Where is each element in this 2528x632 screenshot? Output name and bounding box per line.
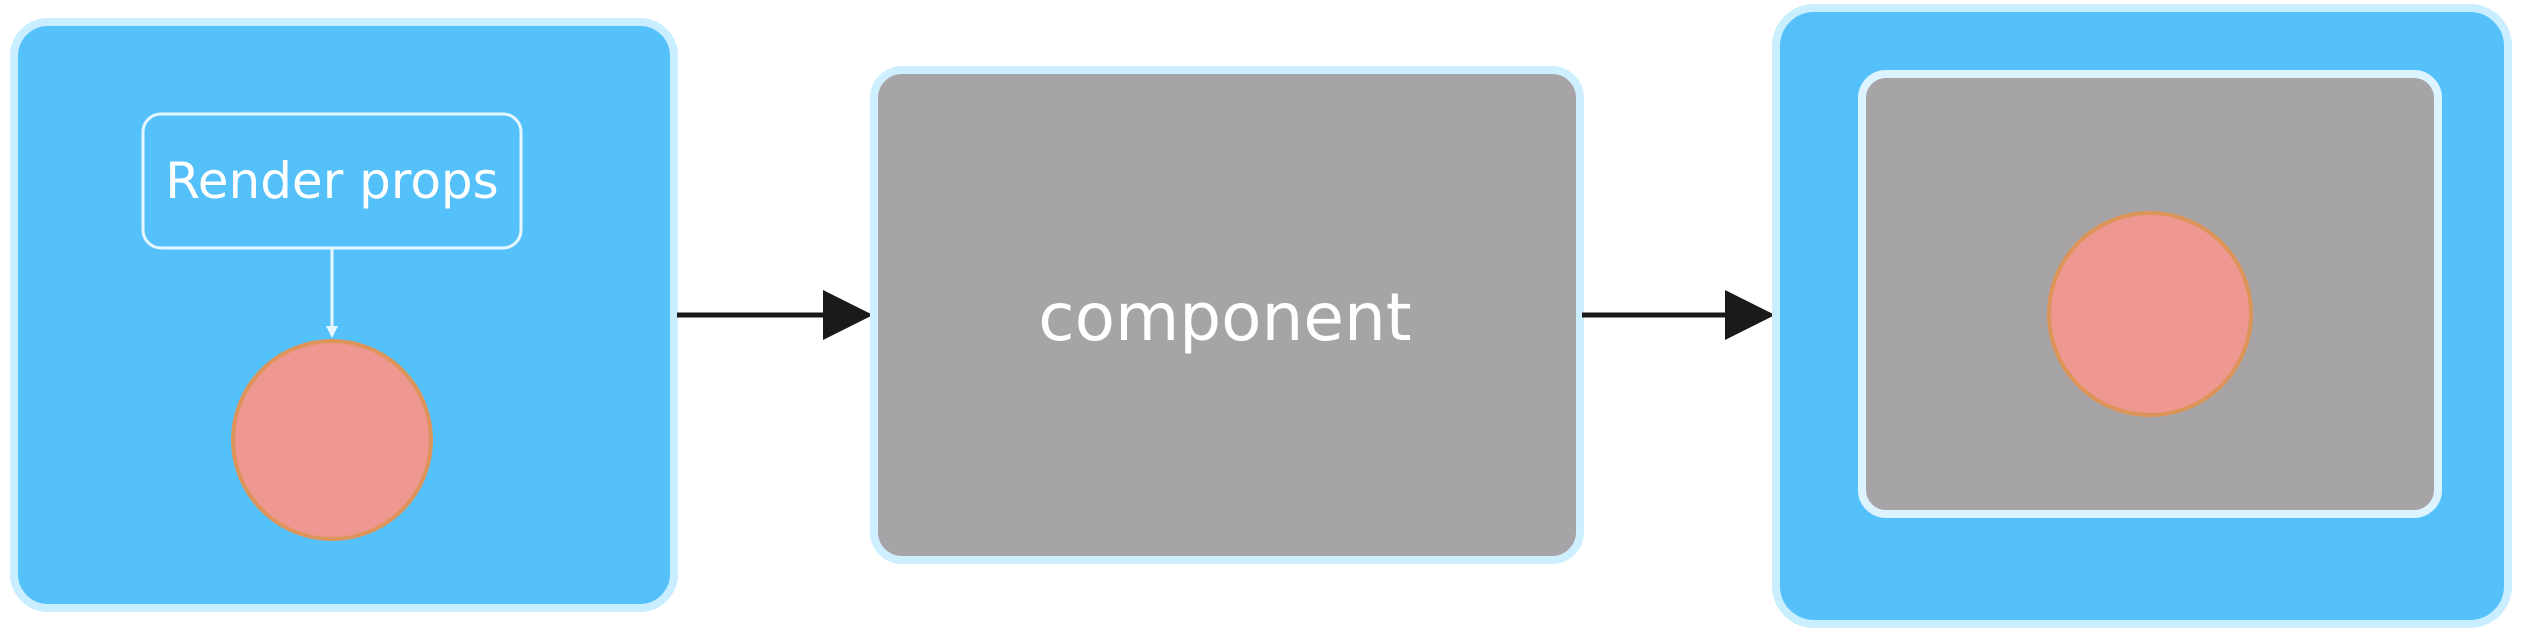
left-blue-panel — [10, 18, 678, 612]
component-label: component — [1038, 279, 1411, 356]
result-panel — [1772, 4, 2512, 628]
component-gray-panel — [870, 66, 1584, 564]
component-panel: component — [870, 66, 1584, 564]
render-props-panel: Render props — [10, 18, 678, 612]
child-circle — [231, 339, 433, 541]
rendered-child-circle — [2047, 211, 2253, 417]
render-props-label: Render props — [165, 152, 498, 210]
render-props-connector-head — [326, 326, 338, 338]
